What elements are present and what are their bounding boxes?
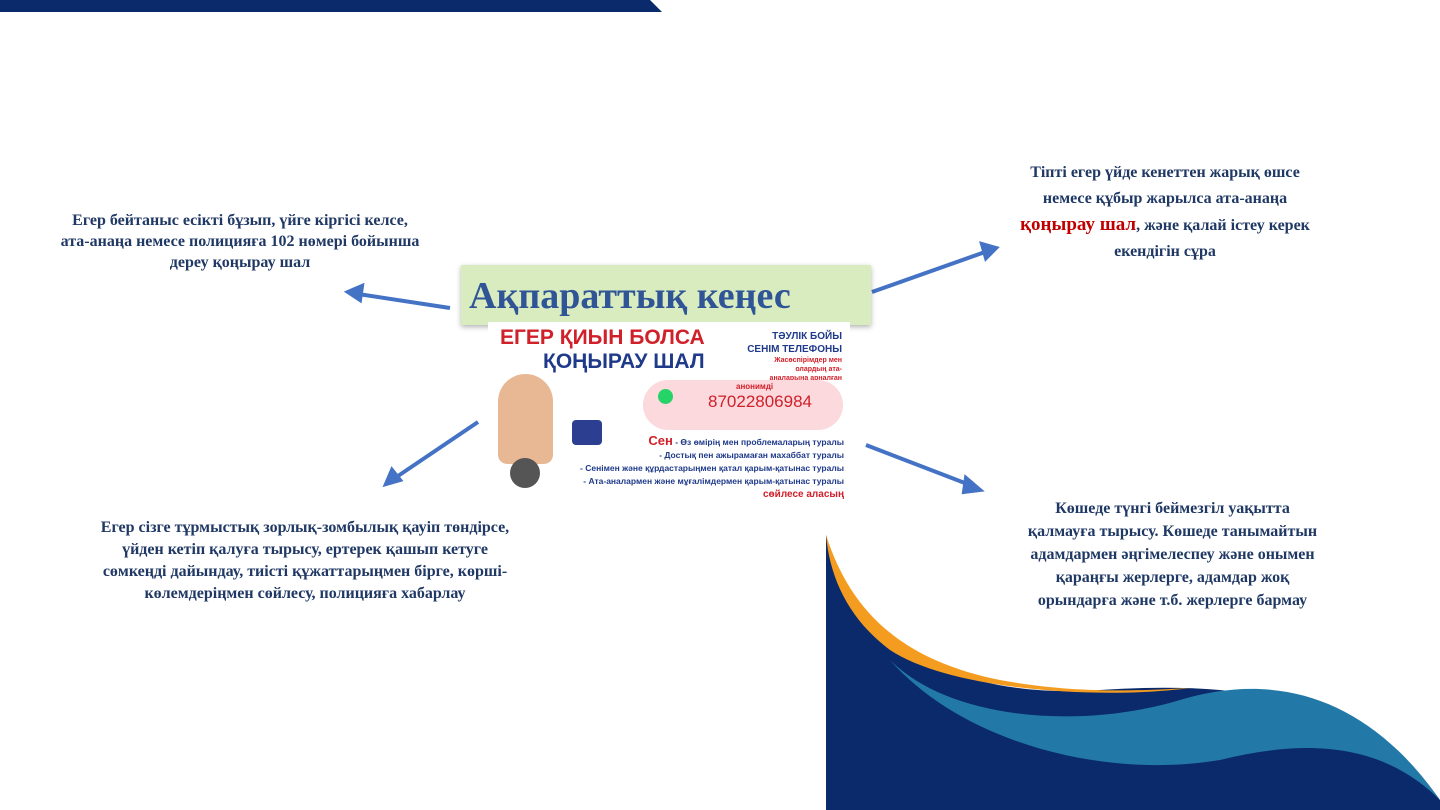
- tip-left-bottom: Егер сізге тұрмыстық зорлық-зомбылық қау…: [100, 519, 510, 602]
- poster-line: - Сенімен және құрдастарыңмен қатал қары…: [580, 463, 844, 473]
- poster-line: - Ата-аналармен және мұғалімдермен қарым…: [583, 476, 844, 486]
- arrow-right-bottom: [865, 443, 971, 487]
- wave-teal: [890, 660, 1440, 800]
- poster-sen: Сен: [648, 433, 673, 448]
- phone-number: 87022806984: [708, 392, 813, 411]
- child-image: [498, 374, 553, 464]
- poster-headline2: ҚОҢЫРАУ ШАЛ: [543, 350, 705, 373]
- poster-side1: ТӘУЛІК БОЙЫ: [772, 331, 842, 342]
- poster-list: Сен - Өз өмірің мен проблемаларың туралы…: [534, 434, 844, 501]
- poster-side2: СЕНІМ ТЕЛЕФОНЫ: [747, 344, 842, 355]
- poster-headline1: ЕГЕР ҚИЫН БОЛСА: [500, 326, 705, 349]
- cloud-label: анонимді: [736, 382, 774, 391]
- tip-text: , және қалай істеу керек екендігін сұра: [1114, 217, 1310, 260]
- wave-orange: [826, 535, 1190, 693]
- tip-text: Тіпті егер үйде кенеттен жарық өшсе неме…: [1030, 164, 1300, 207]
- arrow-left-top: [357, 292, 451, 310]
- tip-right-top: Тіпті егер үйде кенеттен жарық өшсе неме…: [1005, 160, 1325, 265]
- arrow-left-bottom: [393, 420, 480, 480]
- tip-highlight: қоңырау шал: [1020, 214, 1137, 235]
- lens-icon[interactable]: [510, 458, 540, 488]
- page-title: Ақпараттық кеңес: [461, 265, 871, 325]
- poster-side: ТӘУЛІК БОЙЫ СЕНІМ ТЕЛЕФОНЫ Жасөспірімдер м…: [747, 330, 842, 383]
- arrow-right-top: [871, 250, 986, 294]
- tip-left-top: Егер бейтаныс есікті бұзып, үйге кіргісі…: [60, 212, 420, 271]
- whatsapp-icon: [658, 389, 673, 404]
- cloud-shape: [643, 380, 843, 430]
- tip-right-bottom: Көшеде түнгі беймезгіл уақытта қалмауға …: [1027, 500, 1318, 609]
- poster-footer: сөйлесе аласың: [763, 489, 844, 500]
- phone-icon: [572, 420, 602, 445]
- poster-line: - Достық пен ажырамаған махаббат туралы: [659, 450, 844, 460]
- poster-line: - Өз өмірің мен проблемаларың туралы: [675, 437, 844, 447]
- poster-side3: Жасөспірімдер мен олардың ата-аналарына …: [769, 357, 842, 382]
- hotline-poster: ЕГЕР ҚИЫН БОЛСА ҚОҢЫРАУ ШАЛ ТӘУЛІК БОЙЫ С…: [488, 322, 850, 500]
- top-bar: [0, 0, 662, 12]
